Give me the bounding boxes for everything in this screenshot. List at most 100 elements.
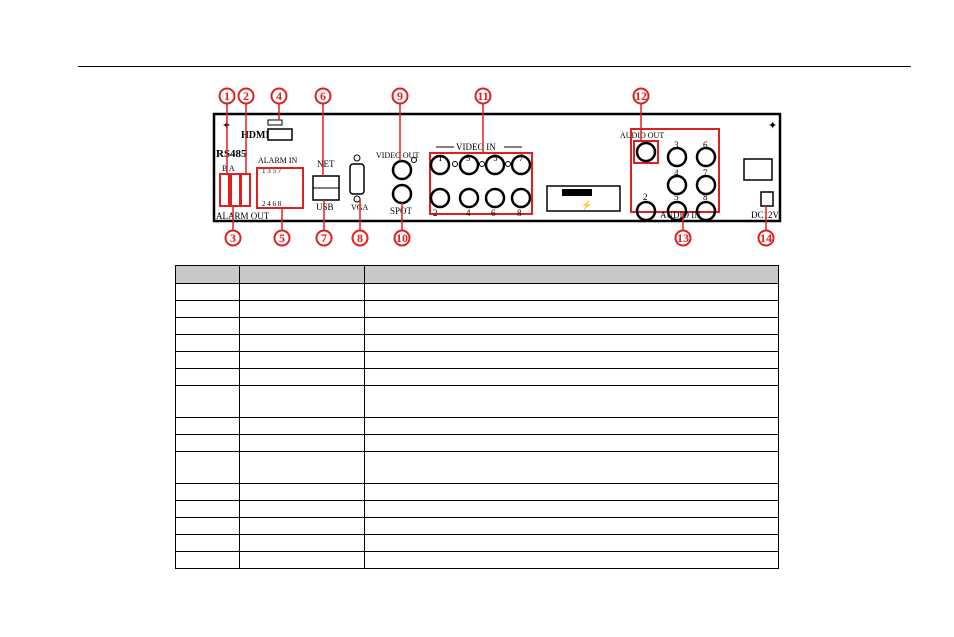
- table-cell: [175, 300, 240, 318]
- table-cell: [364, 368, 779, 386]
- table-cell: [239, 368, 365, 386]
- audio-in-label: AUDIO IN: [660, 210, 701, 220]
- callout-circle: [351, 229, 369, 247]
- hdmi-port: [267, 128, 293, 141]
- audio-in-bnc: [695, 174, 717, 196]
- callout-number: 4: [276, 89, 282, 103]
- callout-number: 9: [397, 89, 403, 103]
- video-in-number: 3: [466, 153, 471, 163]
- callout-number: 6: [320, 89, 326, 103]
- callout-circle: [632, 87, 650, 105]
- callout-number: 7: [321, 231, 327, 245]
- audio-out-label: AUDIO OUT: [620, 131, 664, 140]
- callout-circle: [674, 229, 692, 247]
- video-in-number: 7: [519, 153, 524, 163]
- table-cell: [175, 434, 240, 452]
- video-in-label: VIDEO IN: [456, 142, 496, 152]
- panel-outline: [212, 112, 782, 223]
- video-out-label: VIDEO OUT: [376, 151, 419, 160]
- table-cell: [364, 417, 779, 435]
- video-in-number: 2: [433, 208, 438, 218]
- callout-number: 1: [224, 89, 230, 103]
- video-in-bnc: [510, 187, 532, 209]
- table-cell: [175, 500, 240, 518]
- audio-in-number: 7: [703, 168, 708, 178]
- table-row: [175, 368, 779, 386]
- table-row: [175, 283, 779, 301]
- callout-circle: [315, 229, 333, 247]
- callout-number: 8: [357, 231, 363, 245]
- dc-jack: [760, 191, 774, 207]
- table-cell: [239, 451, 365, 484]
- callout-number: 5: [279, 231, 285, 245]
- video-in-bnc: [458, 154, 480, 176]
- table-cell: [364, 283, 779, 301]
- table-cell: [364, 351, 779, 369]
- table-cell: [364, 517, 779, 535]
- table-cell: [239, 483, 365, 501]
- rear-panel-diagram: ✦ ✦ HDMI RS485 B A ALARM OUT ALARM IN 1 …: [212, 87, 782, 247]
- alarm-in-bottom-digits: 2 4 6 8: [262, 200, 282, 208]
- audio-out-block: [633, 140, 659, 164]
- callout-circle: [270, 87, 288, 105]
- table-cell: [175, 551, 240, 569]
- callout-circle: [314, 87, 332, 105]
- connector-table: [175, 265, 779, 569]
- table-cell: [364, 451, 779, 484]
- rs485-label: RS485: [216, 148, 247, 160]
- table-cell: [175, 385, 240, 418]
- audio-in-number: 2: [643, 192, 648, 202]
- table-row: [175, 483, 779, 501]
- callout-number: 14: [760, 231, 772, 245]
- callout-circle: [218, 87, 236, 105]
- table-cell: [364, 300, 779, 318]
- table-cell: [239, 283, 365, 301]
- header-rule: [78, 66, 911, 67]
- video-in-number: 4: [466, 208, 471, 218]
- table-cell: [175, 517, 240, 535]
- audio-in-block: [630, 128, 720, 213]
- callout-circle: [224, 229, 242, 247]
- video-in-bnc: [429, 187, 451, 209]
- audio-in-number: 3: [674, 140, 679, 150]
- table-row: [175, 451, 779, 484]
- audio-in-number: 6: [703, 140, 708, 150]
- table-cell: [239, 317, 365, 335]
- table-cell: [364, 317, 779, 335]
- video-in-bnc: [510, 154, 532, 176]
- audio-in-bnc: [666, 146, 688, 168]
- table-cell: [239, 385, 365, 418]
- table-cell: [175, 417, 240, 435]
- table-cell: [239, 534, 365, 552]
- video-in-number: 6: [491, 208, 496, 218]
- video-in-bnc: [458, 187, 480, 209]
- table-row: [175, 385, 779, 418]
- table-cell: [364, 500, 779, 518]
- table-cell: [175, 534, 240, 552]
- alarm-in-label: ALARM IN: [258, 156, 298, 165]
- video-in-marker: [505, 161, 511, 167]
- video-out-bnc: [391, 159, 413, 181]
- callout-circle: [391, 87, 409, 105]
- table-cell: [239, 517, 365, 535]
- table-header-cell: [364, 265, 779, 284]
- vga-port: [349, 163, 365, 195]
- alarm-in-top-digits: 1 3 5 7: [262, 167, 282, 175]
- table-row: [175, 300, 779, 318]
- table-cell: [175, 368, 240, 386]
- video-in-bnc: [429, 154, 451, 176]
- video-in-number: 8: [517, 208, 522, 218]
- audio-out-bnc: [635, 141, 657, 163]
- table-row: [175, 434, 779, 452]
- table-cell: [364, 483, 779, 501]
- table-row: [175, 334, 779, 352]
- callout-number: 2: [243, 89, 249, 103]
- table-row: [175, 351, 779, 369]
- table-cell: [364, 434, 779, 452]
- table-cell: [239, 500, 365, 518]
- table-cell: [239, 551, 365, 569]
- audio-in-bnc: [695, 200, 717, 222]
